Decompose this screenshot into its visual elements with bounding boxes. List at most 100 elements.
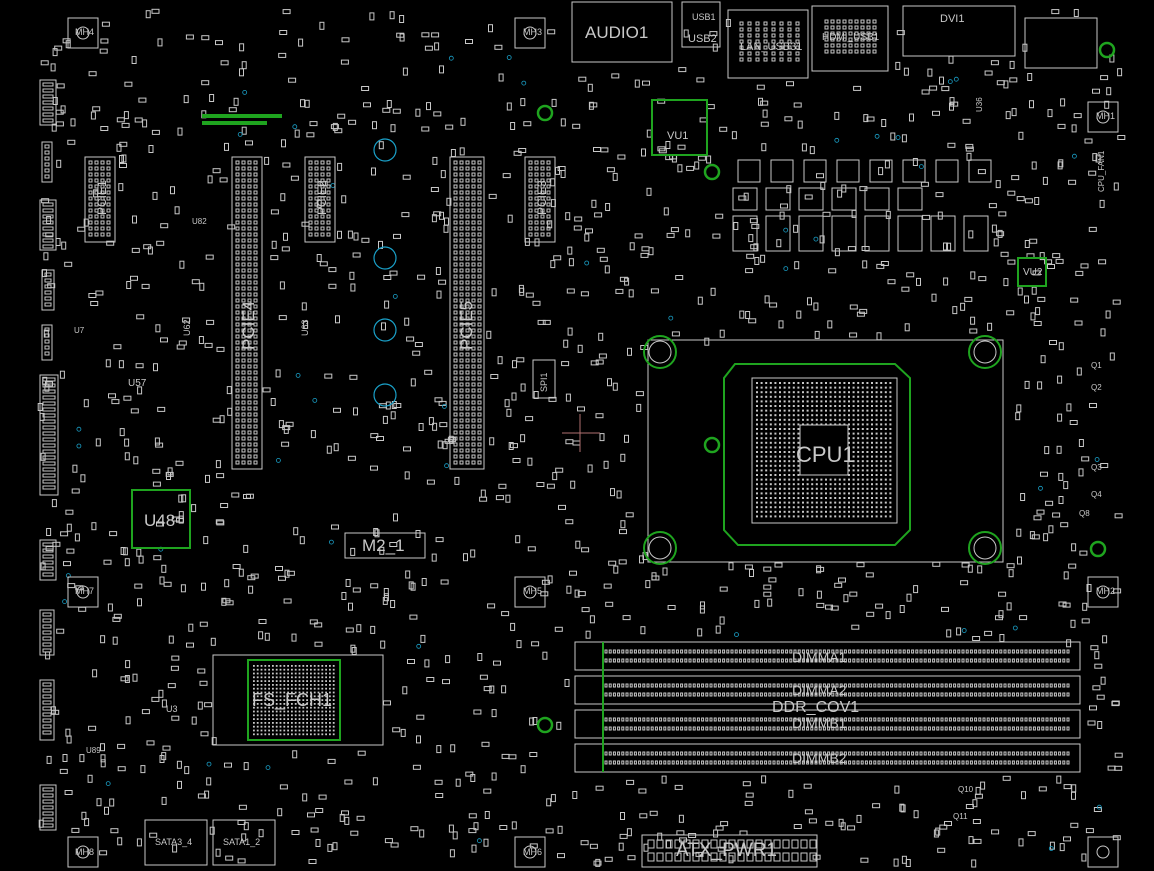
- pcie-pin: [247, 430, 252, 435]
- refdes-cpu1[interactable]: CPU1: [796, 442, 855, 467]
- refdes-mh3[interactable]: MH3: [523, 27, 542, 37]
- refdes-mh4[interactable]: MH4: [75, 27, 94, 37]
- refdes-u7[interactable]: U7: [74, 326, 85, 335]
- refdes-u82[interactable]: U82: [192, 217, 207, 226]
- fch-pad: [313, 695, 316, 698]
- refdes-pcie3[interactable]: PCIE3: [535, 180, 549, 215]
- refdes-mh5[interactable]: MH5: [523, 586, 542, 596]
- smd-pad-outline: [95, 290, 104, 296]
- smd-pad-outline: [885, 210, 891, 219]
- cpu-pad: [792, 391, 795, 394]
- refdes-q11[interactable]: Q11: [953, 812, 968, 821]
- refdes-q10[interactable]: Q10: [958, 785, 974, 794]
- dimm-pin: [780, 726, 784, 731]
- refdes-dimmb1[interactable]: DIMMB1: [792, 715, 847, 731]
- refdes-pcie5[interactable]: PCIE5: [457, 301, 476, 350]
- refdes-dimmb2[interactable]: DIMMB2: [792, 750, 847, 766]
- fch-pad: [287, 722, 289, 724]
- refdes-lan-usb31[interactable]: LAN_USB31: [740, 41, 802, 53]
- dimm-pin: [1037, 649, 1041, 654]
- pcie-pin: [247, 388, 252, 393]
- refdes-q3[interactable]: Q3: [1091, 463, 1102, 472]
- refdes-m2-1[interactable]: M2_1: [362, 536, 405, 555]
- cpu-pad: [797, 386, 800, 389]
- refdes-sata3-4[interactable]: SATA3_4: [155, 837, 192, 847]
- refdes-mh2[interactable]: MH2: [1096, 586, 1115, 596]
- cpu-pad: [880, 418, 883, 421]
- fch-pad: [317, 718, 320, 720]
- smd-pad-outline: [1015, 412, 1021, 421]
- refdes-u57[interactable]: U57: [128, 378, 147, 389]
- cpu-pad: [880, 460, 883, 463]
- refdes-cpu-fan1[interactable]: CPU_FAN1: [1097, 150, 1106, 192]
- cpu-pad: [852, 382, 855, 384]
- refdes-mh7[interactable]: MH7: [75, 586, 94, 596]
- refdes-dimma2[interactable]: DIMMA2: [792, 682, 847, 698]
- refdes-audio1[interactable]: AUDIO1: [585, 23, 648, 42]
- refdes-q1[interactable]: Q1: [1091, 361, 1102, 370]
- fch-pad: [321, 680, 324, 682]
- refdes-vu1[interactable]: VU1: [667, 130, 688, 142]
- refdes-usb1[interactable]: USB1: [692, 12, 716, 22]
- cpu-pad: [857, 464, 860, 467]
- dimm-pin: [759, 717, 763, 722]
- refdes-ddr-cov1[interactable]: DDR_COV1: [772, 699, 859, 716]
- refdes-usb2[interactable]: USB2: [688, 33, 717, 45]
- cpu-pad: [779, 460, 781, 463]
- refdes-hdmi-usb1[interactable]: HDMI_USB1: [822, 32, 880, 43]
- pcie-pin: [459, 412, 464, 417]
- dimm-pin: [890, 717, 894, 722]
- cpu-pad: [788, 510, 791, 513]
- dimm-pin: [717, 683, 721, 688]
- refdes-pcie4[interactable]: PCIE4: [239, 301, 258, 350]
- refdes-q8[interactable]: Q8: [1079, 509, 1090, 518]
- dimm-pin: [667, 717, 671, 722]
- smd-pad-outline: [333, 443, 339, 452]
- cpu-pad: [848, 464, 850, 467]
- refdes-fs-fch1[interactable]: FS_FCH1: [252, 690, 332, 711]
- refdes-pcie2[interactable]: PCIE2: [315, 180, 329, 215]
- smd-pad-outline: [345, 579, 351, 587]
- refdes-dvi1[interactable]: DVI1: [940, 13, 964, 25]
- cpu-pad: [848, 391, 850, 394]
- dimm-pin: [873, 692, 877, 697]
- refdes-q4[interactable]: Q4: [1091, 490, 1102, 499]
- refdes-u48[interactable]: U48: [144, 511, 175, 530]
- refdes-u36[interactable]: U36: [975, 97, 984, 112]
- refdes-q2[interactable]: Q2: [1091, 383, 1102, 392]
- dimm-pin: [856, 658, 860, 663]
- dimm-pin: [915, 751, 919, 756]
- pcie-pin: [471, 280, 476, 285]
- smd-pad-outline: [984, 630, 993, 636]
- cpu-pad: [797, 418, 800, 421]
- refdes-atx-pwr1[interactable]: ATX_PWR1: [676, 840, 777, 861]
- cpu-pad: [825, 382, 827, 384]
- dimm-pin: [738, 760, 742, 765]
- refdes-u63[interactable]: U63: [300, 319, 310, 336]
- refdes-dimma1[interactable]: DIMMA1: [792, 649, 847, 665]
- refdes-mh6[interactable]: MH6: [523, 847, 542, 857]
- dimm-pin: [948, 683, 952, 688]
- refdes-u89[interactable]: U89: [86, 746, 101, 755]
- cpu-pad: [783, 418, 786, 421]
- dimm-pin: [953, 649, 957, 654]
- fch-pad: [283, 725, 286, 728]
- refdes-vu2[interactable]: VU2: [1023, 267, 1043, 278]
- cpu-pad: [866, 515, 869, 518]
- refdes-mh1[interactable]: MH1: [1096, 111, 1115, 121]
- smd-pad-outline: [310, 827, 319, 833]
- refdes-u62[interactable]: U62: [182, 319, 192, 336]
- refdes-sata1-2[interactable]: SATA1_2: [223, 837, 260, 847]
- fch-pad: [287, 725, 289, 728]
- dimm-pin: [848, 751, 852, 756]
- cpu-pad: [889, 510, 892, 513]
- refdes-u3[interactable]: U3: [166, 704, 178, 714]
- refdes-pcie1[interactable]: PCIE1: [95, 180, 109, 215]
- smd-pad-outline: [1109, 352, 1115, 361]
- smd-pad-outline: [675, 275, 684, 280]
- pcie-pin: [465, 178, 470, 183]
- refdes-spi1[interactable]: SPI1: [539, 372, 549, 392]
- dimm-pin: [818, 751, 822, 756]
- refdes-mh8[interactable]: MH8: [75, 847, 94, 857]
